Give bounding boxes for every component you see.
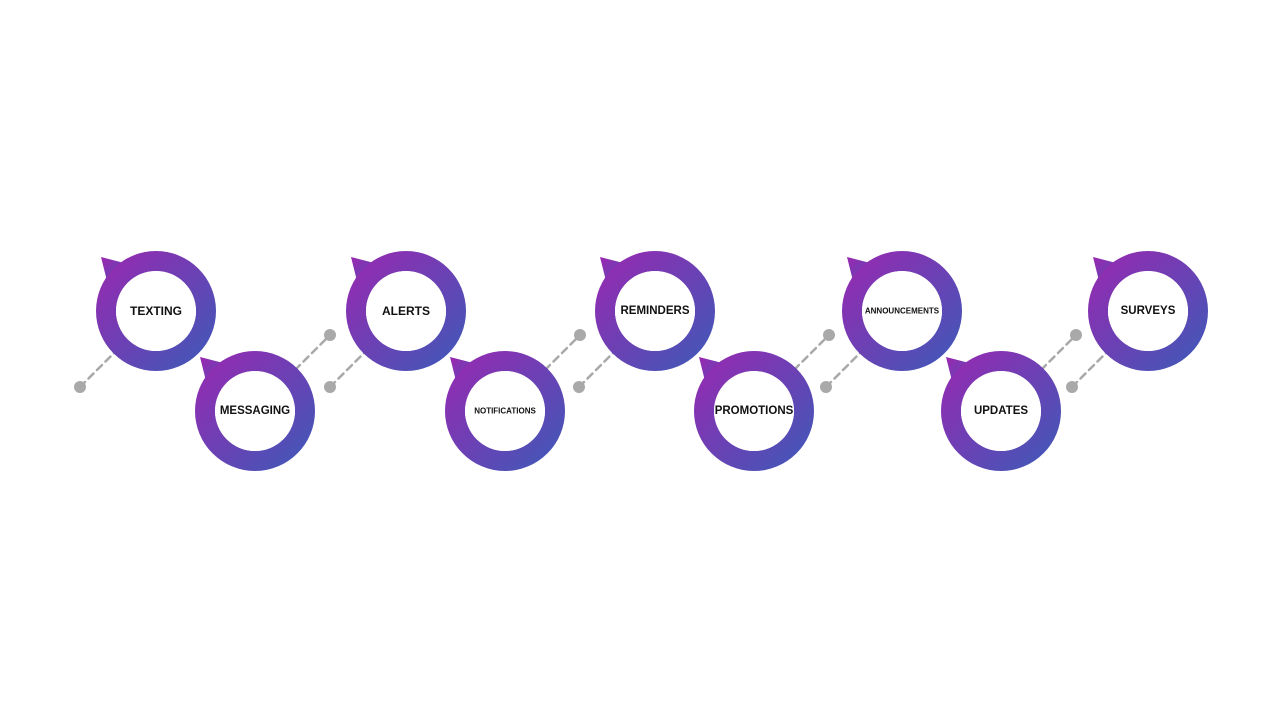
bubble-inner xyxy=(116,271,196,351)
dashed-line xyxy=(1039,333,1078,372)
bubble-label: TEXTING xyxy=(130,304,182,318)
bubble-texting: TEXTING xyxy=(96,251,216,371)
dot-icon xyxy=(74,381,86,393)
dashed-line xyxy=(328,350,367,389)
bubble-inner xyxy=(862,271,942,351)
bubble-label: MESSAGING xyxy=(220,405,290,417)
dot-icon xyxy=(820,381,832,393)
speech-bubble-ring-icon xyxy=(195,351,315,471)
bubble-inner xyxy=(714,371,794,451)
bubble-surveys: SURVEYS xyxy=(1088,251,1208,371)
bubble-inner xyxy=(1108,271,1188,351)
speech-bubble-ring-icon xyxy=(96,251,216,371)
connector-line xyxy=(74,350,117,393)
dashed-line xyxy=(792,333,831,372)
bubble-label: ANNOUNCEMENTS xyxy=(865,307,940,316)
bubble-label: SURVEYS xyxy=(1121,305,1176,317)
dot-icon xyxy=(823,329,835,341)
bubble-reminders: REMINDERS xyxy=(595,251,715,371)
connector-line xyxy=(1066,350,1109,393)
bubble-label: PROMOTIONS xyxy=(715,405,794,417)
bubble-inner xyxy=(961,371,1041,451)
connector-line xyxy=(820,350,863,393)
dashed-line xyxy=(543,333,582,372)
dot-icon xyxy=(574,329,586,341)
speech-bubble-ring-icon xyxy=(694,351,814,471)
dot-icon xyxy=(573,381,585,393)
dot-icon xyxy=(1070,329,1082,341)
bubble-inner xyxy=(615,271,695,351)
bubble-label: ALERTS xyxy=(382,304,430,318)
dashed-line xyxy=(293,333,332,372)
bubble-inner xyxy=(465,371,545,451)
bubble-updates: UPDATES xyxy=(941,351,1061,471)
speech-bubble-ring-icon xyxy=(346,251,466,371)
bubble-layer: TEXTING MESSAGING ALERTS NOTIFICATIONS REMIN… xyxy=(96,251,1208,471)
connector-layer xyxy=(74,329,1109,393)
dot-icon xyxy=(1066,381,1078,393)
bubble-messaging: MESSAGING xyxy=(195,351,315,471)
speech-bubble-ring-icon xyxy=(1088,251,1208,371)
bubble-notifications: NOTIFICATIONS xyxy=(445,351,565,471)
bubble-label: REMINDERS xyxy=(620,305,689,317)
connector-line xyxy=(293,329,336,372)
bubble-alerts: ALERTS xyxy=(346,251,466,371)
dashed-line xyxy=(824,350,863,389)
bubble-label: NOTIFICATIONS xyxy=(474,407,536,416)
speech-bubble-ring-icon xyxy=(842,251,962,371)
speech-bubble-ring-icon xyxy=(445,351,565,471)
bubble-promotions: PROMOTIONS xyxy=(694,351,814,471)
bubble-announcements: ANNOUNCEMENTS xyxy=(842,251,962,371)
dashed-line xyxy=(1070,350,1109,389)
connector-line xyxy=(1039,329,1082,372)
speech-bubble-ring-icon xyxy=(595,251,715,371)
connector-line xyxy=(573,350,616,393)
connector-line xyxy=(543,329,586,372)
connector-line xyxy=(792,329,835,372)
bubble-label: UPDATES xyxy=(974,405,1028,417)
speech-bubble-ring-icon xyxy=(941,351,1061,471)
bubble-inner xyxy=(366,271,446,351)
dot-icon xyxy=(324,329,336,341)
connector-line xyxy=(324,350,367,393)
dot-icon xyxy=(324,381,336,393)
dashed-line xyxy=(577,350,616,389)
dashed-line xyxy=(78,350,117,389)
bubble-inner xyxy=(215,371,295,451)
